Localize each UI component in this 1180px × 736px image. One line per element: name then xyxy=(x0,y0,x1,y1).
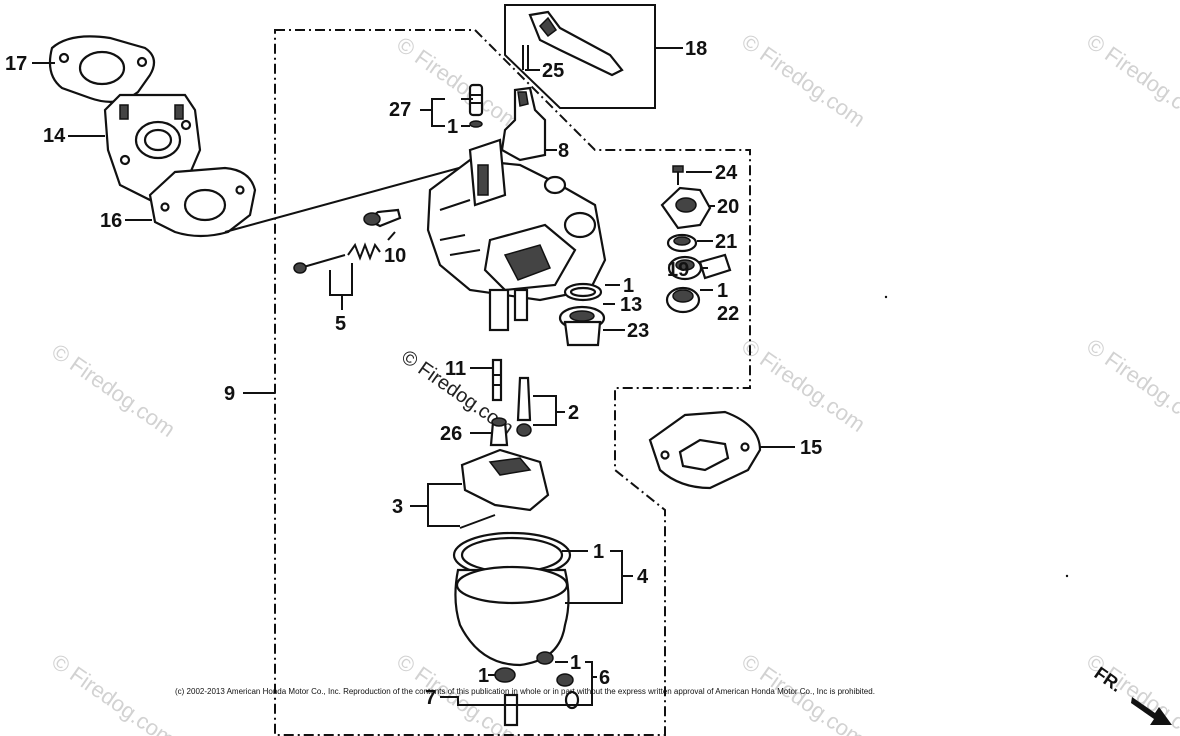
part-3-float xyxy=(459,448,550,529)
watermark: © Firedog.com xyxy=(1082,334,1180,437)
callout-3: 3 xyxy=(392,496,403,518)
callout-23: 23 xyxy=(627,320,649,342)
callout-16: 16 xyxy=(100,210,122,232)
callout-20: 20 xyxy=(717,196,739,218)
part-20-cover xyxy=(660,186,712,230)
callout-1: 1 xyxy=(623,275,634,297)
part-10-screw xyxy=(363,208,402,228)
part-13-o-ring xyxy=(563,282,603,302)
callout-2: 2 xyxy=(568,402,579,424)
callout-1: 1 xyxy=(478,665,489,687)
part-5-pilot-screw-spring xyxy=(293,242,381,274)
callout-13: 13 xyxy=(620,294,642,316)
part-8-bracket xyxy=(500,86,547,162)
callout-6: 6 xyxy=(599,667,610,689)
part-11-main-jet xyxy=(491,358,503,402)
watermark: © Firedog.com xyxy=(737,29,870,132)
part-18-choke-lever xyxy=(522,10,624,77)
part-7-drain-bolt xyxy=(494,667,580,727)
callout-17: 17 xyxy=(5,53,27,75)
part-22-seal xyxy=(665,286,701,314)
watermark: © Firedog.com xyxy=(47,649,180,736)
subassembly-18-boundary xyxy=(504,4,656,109)
callout-19: 19 xyxy=(667,259,689,281)
part-17-gasket xyxy=(48,35,156,103)
scan-dot xyxy=(884,295,888,299)
carburetor-body xyxy=(426,138,607,332)
callout-26: 26 xyxy=(440,423,462,445)
callout-1: 1 xyxy=(593,541,604,563)
callout-22: 22 xyxy=(717,303,739,325)
callout-11: 11 xyxy=(445,358,466,380)
callout-1: 1 xyxy=(447,116,458,138)
callout-7: 7 xyxy=(425,687,436,709)
part-24-screw xyxy=(672,165,684,185)
part-23-solenoid xyxy=(558,305,606,347)
front-arrow-icon xyxy=(1131,697,1172,725)
callout-1: 1 xyxy=(570,652,581,674)
part-15-gasket xyxy=(648,410,762,490)
leader xyxy=(224,164,471,233)
callout-24: 24 xyxy=(715,162,738,184)
callout-4: 4 xyxy=(637,566,649,588)
callout-14: 14 xyxy=(43,125,66,147)
callout-21: 21 xyxy=(715,231,737,253)
part-2-float-valve xyxy=(516,376,532,437)
leader-lines xyxy=(32,47,795,706)
copyright-notice: (c) 2002-2013 American Honda Motor Co., … xyxy=(175,687,875,696)
watermark-layer: © Firedog.com © Firedog.com © Firedog.co… xyxy=(47,29,1180,736)
watermark: © Firedog.com xyxy=(1082,29,1180,132)
scan-dot xyxy=(1065,574,1069,578)
callout-15: 15 xyxy=(800,437,822,459)
watermark: © Firedog.com xyxy=(737,334,870,437)
callout-18: 18 xyxy=(685,38,707,60)
callout-1: 1 xyxy=(717,280,728,302)
part-21-washer xyxy=(666,233,698,253)
part-16-gasket xyxy=(148,166,257,238)
callout-9: 9 xyxy=(224,383,235,405)
watermark: © Firedog.com xyxy=(47,339,180,442)
part-26-main-nozzle xyxy=(489,417,509,447)
part-27-screw xyxy=(468,83,484,128)
callout-5: 5 xyxy=(335,313,346,335)
callout-labels: 17 14 16 27 1 25 18 8 24 20 21 19 1 22 1… xyxy=(5,38,822,709)
callout-10: 10 xyxy=(384,245,406,267)
part-4-float-chamber xyxy=(452,531,572,667)
callout-8: 8 xyxy=(558,140,569,162)
callout-27: 27 xyxy=(389,99,411,121)
callout-25: 25 xyxy=(542,60,564,82)
